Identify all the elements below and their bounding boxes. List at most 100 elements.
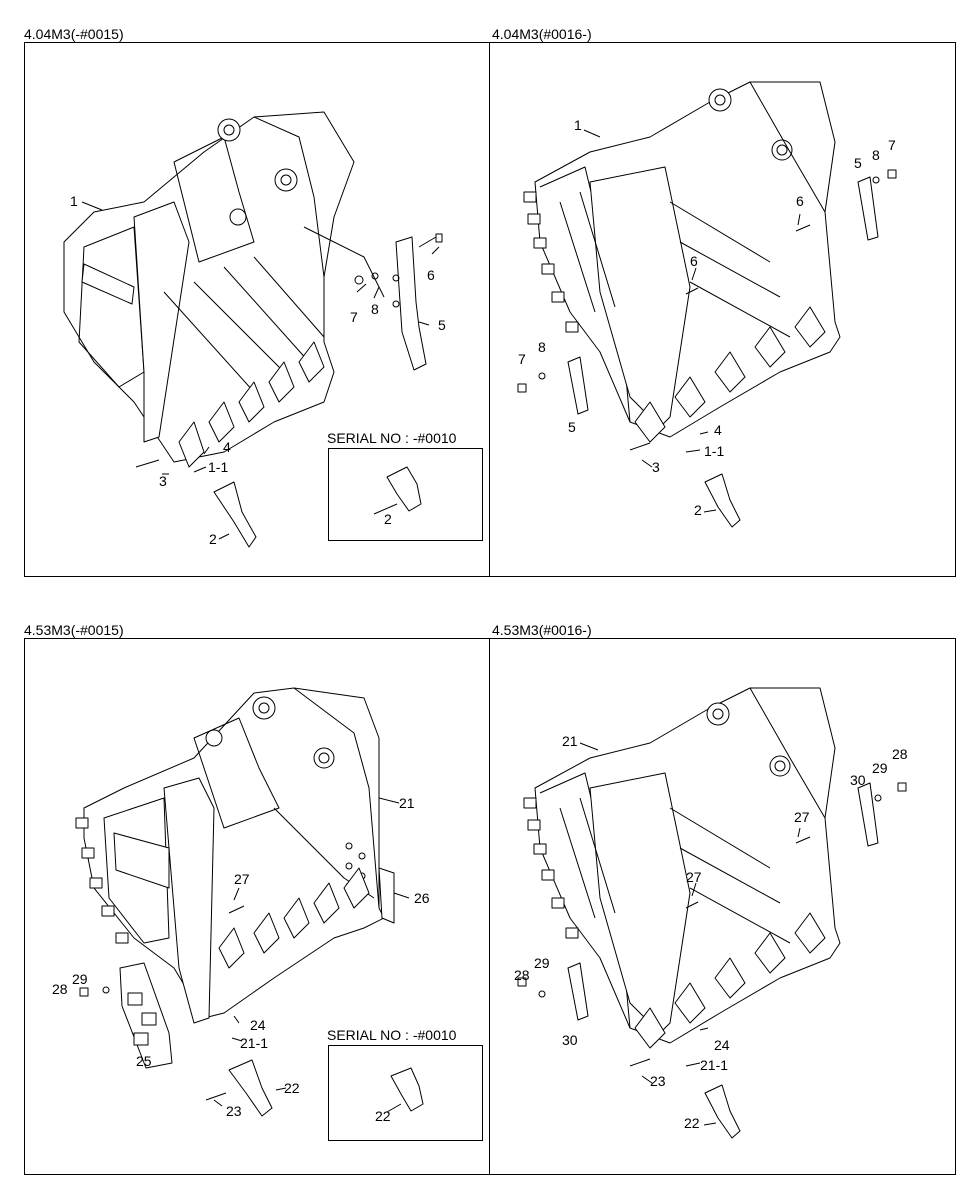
tooth-point <box>228 1059 273 1117</box>
side-cutter <box>857 176 879 241</box>
part-callout-label: 30 <box>850 772 866 788</box>
side-plate <box>78 226 145 388</box>
tooth <box>298 341 325 383</box>
tooth <box>714 351 746 393</box>
side-cutter <box>395 236 427 371</box>
tooth <box>268 361 295 403</box>
serial-inset-2: SERIAL NO : -#0010 22 <box>327 1027 483 1141</box>
pin <box>685 901 699 909</box>
serial-label: SERIAL NO : -#0010 <box>327 430 457 446</box>
part-callout-label: 2 <box>384 511 392 527</box>
tooth-point <box>386 466 422 512</box>
pin <box>135 459 160 468</box>
panel-title-3: 4.53M3(-#0015) <box>24 622 124 638</box>
part-callout-label: 7 <box>350 309 358 325</box>
tooth-point <box>390 1067 424 1112</box>
tooth <box>208 401 235 443</box>
side-plate-26 <box>378 867 395 924</box>
part-callout-label: 4 <box>223 439 231 455</box>
tooth <box>253 912 280 954</box>
part-callout-label: 25 <box>136 1053 152 1069</box>
bucket-shell <box>83 687 385 1019</box>
part-callout-label: 23 <box>226 1103 242 1119</box>
tooth <box>283 897 310 939</box>
part-callout-label: 24 <box>714 1037 730 1053</box>
side-rib <box>589 772 691 1034</box>
part-callout-label: 29 <box>872 760 888 776</box>
diagram-frame-bottom <box>24 638 956 1175</box>
tooth-point <box>213 481 257 548</box>
part-callout-label: 27 <box>234 871 250 887</box>
part-callout-label: 24 <box>250 1017 266 1033</box>
pin <box>228 905 245 914</box>
side-cutter <box>567 962 589 1021</box>
part-callout-label: 28 <box>892 746 908 762</box>
part-callout-label: 22 <box>684 1115 700 1131</box>
part-callout-label: 22 <box>375 1108 391 1124</box>
tooth <box>238 381 265 423</box>
part-callout-label: 5 <box>854 155 862 171</box>
side-plate <box>103 797 170 944</box>
part-callout-label: 2 <box>209 531 217 547</box>
part-callout-label: 4 <box>714 422 722 438</box>
tooth <box>754 932 786 974</box>
part-callout-label: 1-1 <box>208 459 228 475</box>
tooth <box>674 982 706 1024</box>
part-callout-label: 27 <box>686 869 702 885</box>
part-callout-label: 28 <box>514 967 530 983</box>
tooth <box>313 882 340 924</box>
pin <box>685 287 699 295</box>
part-callout-label: 8 <box>538 339 546 355</box>
part-callout-label: 21 <box>399 795 415 811</box>
part-callout-label: 5 <box>438 317 446 333</box>
part-callout-label: 8 <box>371 301 379 317</box>
side-rib <box>589 166 691 428</box>
part-callout-label: 8 <box>872 147 880 163</box>
panel-title-1: 4.04M3(-#0015) <box>24 26 124 42</box>
serial-inset-1: SERIAL NO : -#0010 2 <box>327 430 483 541</box>
tooth <box>794 306 826 348</box>
serial-label: SERIAL NO : -#0010 <box>327 1027 457 1043</box>
boss-plate-left <box>193 717 280 829</box>
side-rib <box>163 777 215 1024</box>
tooth <box>714 957 746 999</box>
tooth <box>634 401 666 443</box>
pin <box>629 442 651 451</box>
bucket-diagram-2: 1 1-1 2 3 4 5 6 6 7 8 5 7 8 <box>517 81 897 528</box>
tooth <box>218 927 245 969</box>
part-callout-label: 3 <box>159 473 167 489</box>
tooth <box>754 326 786 368</box>
part-callout-label: 23 <box>650 1073 666 1089</box>
frame-divider-top <box>489 42 490 577</box>
tooth <box>634 1007 666 1049</box>
side-slot <box>113 832 170 889</box>
pin <box>205 1092 227 1101</box>
pin <box>795 224 811 232</box>
frame-divider-bottom <box>489 638 490 1175</box>
pin <box>795 836 811 844</box>
part-callout-label: 6 <box>427 267 435 283</box>
side-rib <box>133 201 190 443</box>
tooth <box>343 867 370 909</box>
diagram-frame-top <box>24 42 956 577</box>
part-callout-label: 21-1 <box>240 1035 268 1051</box>
side-cutter <box>857 782 879 847</box>
tooth <box>674 376 706 418</box>
part-callout-label: 7 <box>888 137 896 153</box>
side-cutter <box>567 356 589 415</box>
pin <box>629 1058 651 1067</box>
tooth-point <box>704 473 741 528</box>
part-callout-label: 26 <box>414 890 430 906</box>
part-callout-label: 6 <box>690 253 698 269</box>
part-callout-label: 1 <box>70 193 78 209</box>
part-callout-label: 21 <box>562 733 578 749</box>
part-callout-label: 3 <box>652 459 660 475</box>
part-callout-label: 29 <box>72 971 88 987</box>
part-callout-label: 6 <box>796 193 804 209</box>
tooth <box>178 421 205 468</box>
tooth-point <box>704 1084 741 1139</box>
side-slot <box>81 263 135 305</box>
part-callout-label: 5 <box>568 419 576 435</box>
part-callout-label: 2 <box>694 502 702 518</box>
bucket-diagram-4: 21 21-1 22 23 24 27 27 28 29 30 28 29 30 <box>514 687 908 1139</box>
